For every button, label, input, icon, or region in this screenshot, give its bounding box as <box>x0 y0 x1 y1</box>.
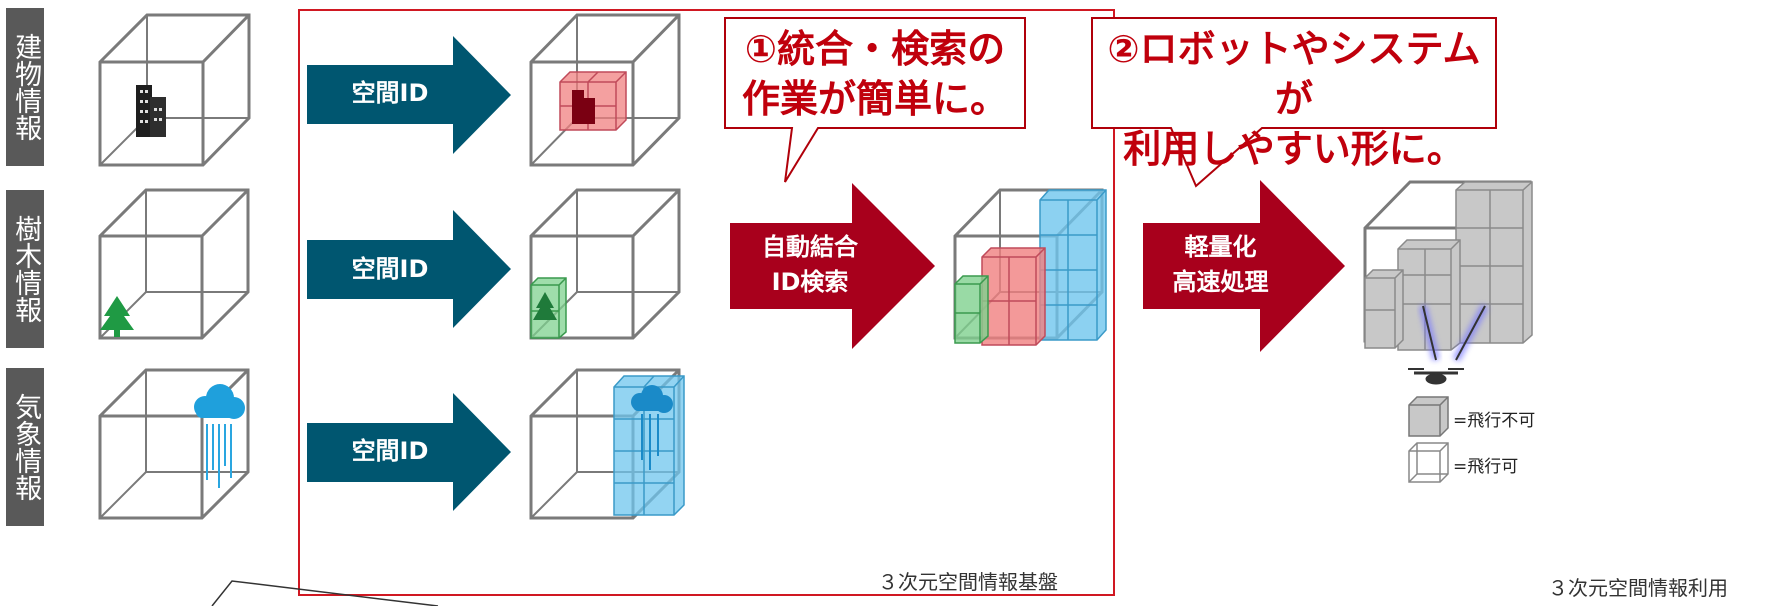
category-label-tree: 樹木情報 <box>6 190 44 348</box>
tree-icon <box>100 296 134 337</box>
combine-label: 自動結合 ID検索 <box>762 233 858 296</box>
rain-cloud-icon <box>194 384 245 488</box>
spatial-id-label-2: 空間ID <box>351 255 429 283</box>
spatial-id-label-3: 空間ID <box>351 437 429 465</box>
legend-no-fly: =飛行不可 <box>1453 411 1536 431</box>
cube-building-raw <box>98 13 251 167</box>
left-cubes <box>98 13 251 520</box>
platform-caption: ３次元空間情報基盤 <box>878 570 1058 594</box>
category-label-weather: 気象情報 <box>6 368 44 526</box>
spatial-id-arrow-1 <box>307 36 511 154</box>
combine-arrow <box>730 183 935 349</box>
sensor-beams <box>1419 304 1489 362</box>
platform-frame <box>298 9 1115 596</box>
building-icon-in-voxel <box>572 90 595 124</box>
drone-icon <box>1408 368 1464 385</box>
robots-callout-text: ②ロボットやシステムが 利用しやすい形に。 <box>1107 27 1481 172</box>
fly-ok-voxel-icon <box>1408 442 1449 483</box>
spatial-id-arrow-2 <box>307 210 511 328</box>
building-icon <box>136 85 166 137</box>
robots-callout-bubble <box>1091 17 1497 188</box>
tree-icon-in-voxel <box>533 292 557 320</box>
integration-callout-text: ①統合・検索の 作業が簡単に。 <box>741 27 1008 122</box>
lighten-label: 軽量化 高速処理 <box>1172 233 1269 296</box>
category-label-building: 建物情報 <box>6 8 44 166</box>
integration-callout-bubble <box>724 17 1026 183</box>
leader-line <box>211 580 439 606</box>
combined-voxel-cube <box>953 188 1107 346</box>
spatial-id-arrows <box>307 36 511 511</box>
flight-voxel-cube <box>1363 180 1533 351</box>
legend-fly-ok: =飛行可 <box>1453 457 1519 477</box>
usage-caption: ３次元空間情報利用 <box>1548 576 1728 600</box>
rain-cloud-icon-in-voxel <box>631 385 673 470</box>
lighten-arrow <box>1143 180 1345 352</box>
no-fly-voxel-icon <box>1408 396 1449 437</box>
spatial-id-arrow-3 <box>307 393 511 511</box>
spatial-id-label-1: 空間ID <box>351 79 429 107</box>
